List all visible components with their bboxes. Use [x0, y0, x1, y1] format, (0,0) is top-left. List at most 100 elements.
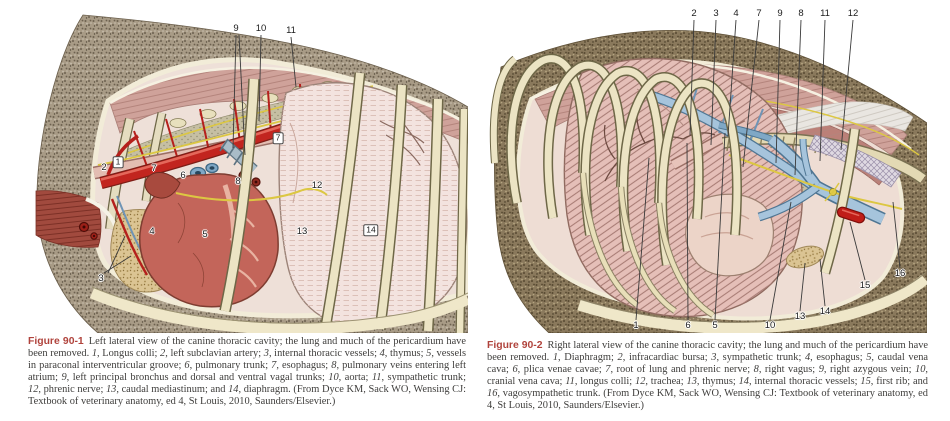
legend-number: 9 [818, 363, 824, 375]
caption-text: , aorta; [338, 371, 372, 383]
caption-text: , left principal bronchus and dorsal and… [66, 371, 329, 383]
caption-text: , plica venae cavae; [517, 363, 606, 375]
legend-number: 16 [487, 387, 498, 399]
figure-ref-number: 6 [685, 320, 691, 331]
legend-number: 2 [617, 351, 623, 363]
legend-number: 3 [711, 351, 717, 363]
left-subclavian-artery [106, 134, 139, 176]
figure-ref-number: 10 [764, 320, 776, 331]
legend-number: 12 [28, 383, 39, 395]
figure-ref-number: 3 [713, 8, 719, 19]
pericardium-cut-region [685, 193, 774, 277]
caption-text: , esophagus; [810, 351, 867, 363]
legend-number: 2 [160, 347, 166, 359]
legend-number: 8 [331, 359, 337, 371]
figure-ref-number: 8 [235, 176, 241, 187]
legend-number: 14 [228, 383, 239, 395]
caption-text: , cranial vena cava; [487, 363, 928, 387]
cervical-muscles-cut [35, 190, 121, 260]
phrenic-nerve [175, 187, 328, 202]
figure-ref-number: 2 [691, 8, 697, 19]
figure-ref-number: 12 [311, 180, 323, 191]
caption-text: , vagosympathetic trunk. (From Dyce KM, … [487, 387, 928, 411]
vagus-nerve [728, 154, 903, 210]
legend-number: 8 [753, 363, 759, 375]
caption-text: , caudal mediastinum; and [116, 383, 229, 395]
caption-text: , sympathetic trunk; [381, 371, 467, 383]
figure-ref-number: 4 [149, 226, 155, 237]
figure-ref-number: 7 [272, 132, 284, 144]
caption-text: , internal thoracic vessels; [749, 375, 861, 387]
legend-number: 11 [371, 371, 382, 383]
figure-ref-number: 5 [712, 320, 718, 331]
figure-ref-number: 14 [363, 224, 379, 236]
figure-ref-number: 4 [733, 8, 739, 19]
caption-text: , Longus colli; [97, 347, 161, 359]
figure-ref-number: 8 [798, 8, 804, 19]
figure-ref-number: 3 [98, 273, 104, 284]
legend-number: 5 [866, 351, 872, 363]
legend-number: 7 [271, 359, 277, 371]
figure-ref-number: 13 [296, 226, 308, 237]
caption-text: , thymus; [696, 375, 739, 387]
caption-text: , Diaphragm; [558, 351, 618, 363]
legend-number: 1 [552, 351, 559, 363]
figure-caption-label: Figure 90-2 [487, 340, 543, 351]
figure-ref-number: 11 [820, 8, 830, 19]
caption-text: , first rib; and [870, 375, 928, 387]
legend-number: 9 [61, 371, 67, 383]
caption-text: , thymus; [384, 347, 427, 359]
legend-number: 4 [804, 351, 811, 363]
canine-thorax-left-lateral-art [35, 14, 468, 333]
figure-ref-number: 6 [180, 170, 186, 181]
caption-text: , internal thoracic vessels; [268, 347, 380, 359]
legend-number: 7 [605, 363, 611, 375]
figure-caption-label: Figure 90-1 [28, 336, 84, 347]
caption-text: , pulmonary veins entering left atrium; [28, 359, 467, 383]
caption-text: , right azygous vein; [823, 363, 915, 375]
rib-over-heart [219, 78, 260, 313]
caption-text: , caudal vena cava; [487, 351, 929, 375]
caption-text: , esophagus; [276, 359, 332, 371]
figure-ref-number: 1 [633, 320, 639, 331]
legend-number: 10 [915, 363, 926, 375]
figure-ref-number: 7 [756, 8, 762, 19]
legend-number: 12 [635, 375, 646, 387]
sternal-body-wall-band [89, 286, 468, 333]
caption-text: , left subclavian artery; [165, 347, 264, 359]
legend-number: 5 [426, 347, 432, 359]
figure-ref-number: 13 [794, 311, 806, 322]
legend-number: 14 [738, 375, 749, 387]
figure-ref-number: 15 [859, 280, 871, 291]
legend-number: 11 [565, 375, 575, 387]
figure-ref-number: 5 [202, 229, 208, 240]
legend-number: 6 [512, 363, 518, 375]
legend-number: 13 [686, 375, 697, 387]
caudal-ribs [320, 72, 468, 333]
figure-ref-number: 7 [151, 163, 157, 174]
figure-ref-number: 16 [894, 268, 906, 279]
caption-text: , root of lung and phrenic nerve; [610, 363, 754, 375]
caption-text: , longus colli; [574, 375, 635, 387]
legend-number: 1 [91, 347, 98, 359]
caption-text: , diaphragm. (From Dyce KM, Sack WO, Wen… [28, 383, 466, 407]
caption-text: , sympathetic trunk; [716, 351, 805, 363]
legend-number: 13 [105, 383, 117, 395]
caudal-mediastinum-diaphragm [278, 82, 468, 329]
caption-text: , phrenic nerve; [38, 383, 106, 395]
figure-ref-number: 9 [777, 8, 783, 19]
caption-text: , trachea; [645, 375, 687, 387]
legend-number: 3 [263, 347, 269, 359]
legend-number: 6 [184, 359, 190, 371]
legend-number: 10 [328, 371, 339, 383]
legend-number: 15 [860, 375, 871, 387]
